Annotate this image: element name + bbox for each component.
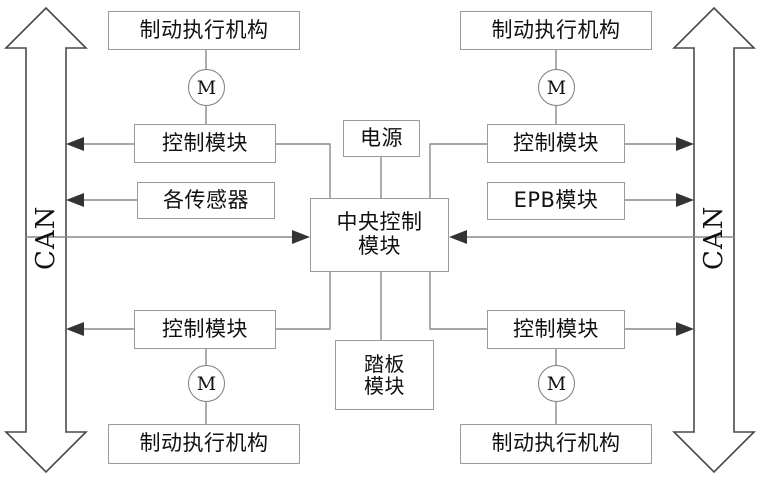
node-bottom-right-actuator[interactable]: 制动执行机构: [460, 424, 652, 464]
arrowhead-tr-control-to-can: [676, 137, 694, 151]
arrowhead-left-can-to-central: [292, 230, 310, 244]
node-bottom-left-control-module[interactable]: 控制模块: [134, 310, 276, 349]
central-control-line-1: 中央控制: [336, 210, 423, 235]
motor-bottom-left: M: [188, 365, 225, 402]
node-bottom-left-actuator[interactable]: 制动执行机构: [108, 424, 300, 464]
motor-bottom-right: M: [538, 365, 575, 402]
node-sensors[interactable]: 各传感器: [137, 182, 275, 219]
node-power-supply[interactable]: 电源: [343, 120, 420, 157]
node-top-right-control-module[interactable]: 控制模块: [487, 124, 625, 163]
right-can-bus-label: CAN: [699, 205, 729, 270]
motor-top-left: M: [188, 69, 225, 106]
right-can-bus-arrow: [672, 6, 756, 474]
arrowhead-right-can-to-central: [449, 230, 467, 244]
node-central-control-module[interactable]: 中央控制 模块: [310, 198, 449, 272]
node-top-right-actuator[interactable]: 制动执行机构: [460, 11, 652, 50]
node-bottom-right-control-module[interactable]: 控制模块: [487, 310, 625, 349]
pedal-line-2: 模块: [364, 374, 405, 398]
node-epb-module[interactable]: EPB模块: [487, 182, 625, 220]
node-top-left-actuator[interactable]: 制动执行机构: [108, 11, 300, 50]
motor-top-right: M: [538, 69, 575, 106]
arrowhead-tl-control-to-can: [66, 137, 84, 151]
arrowhead-sensors-to-can: [66, 193, 84, 207]
pedal-line-1: 踏板: [364, 351, 405, 376]
arrowhead-bl-control-to-can: [66, 322, 84, 336]
central-control-line-2: 模块: [358, 234, 401, 258]
node-top-left-control-module[interactable]: 控制模块: [134, 124, 276, 163]
left-can-bus-arrow: [4, 6, 88, 474]
arrowhead-br-control-to-can: [676, 322, 694, 336]
left-can-bus-label: CAN: [31, 205, 61, 270]
arrowhead-epb-to-can: [676, 193, 694, 207]
node-pedal-module[interactable]: 踏板 模块: [335, 340, 434, 410]
